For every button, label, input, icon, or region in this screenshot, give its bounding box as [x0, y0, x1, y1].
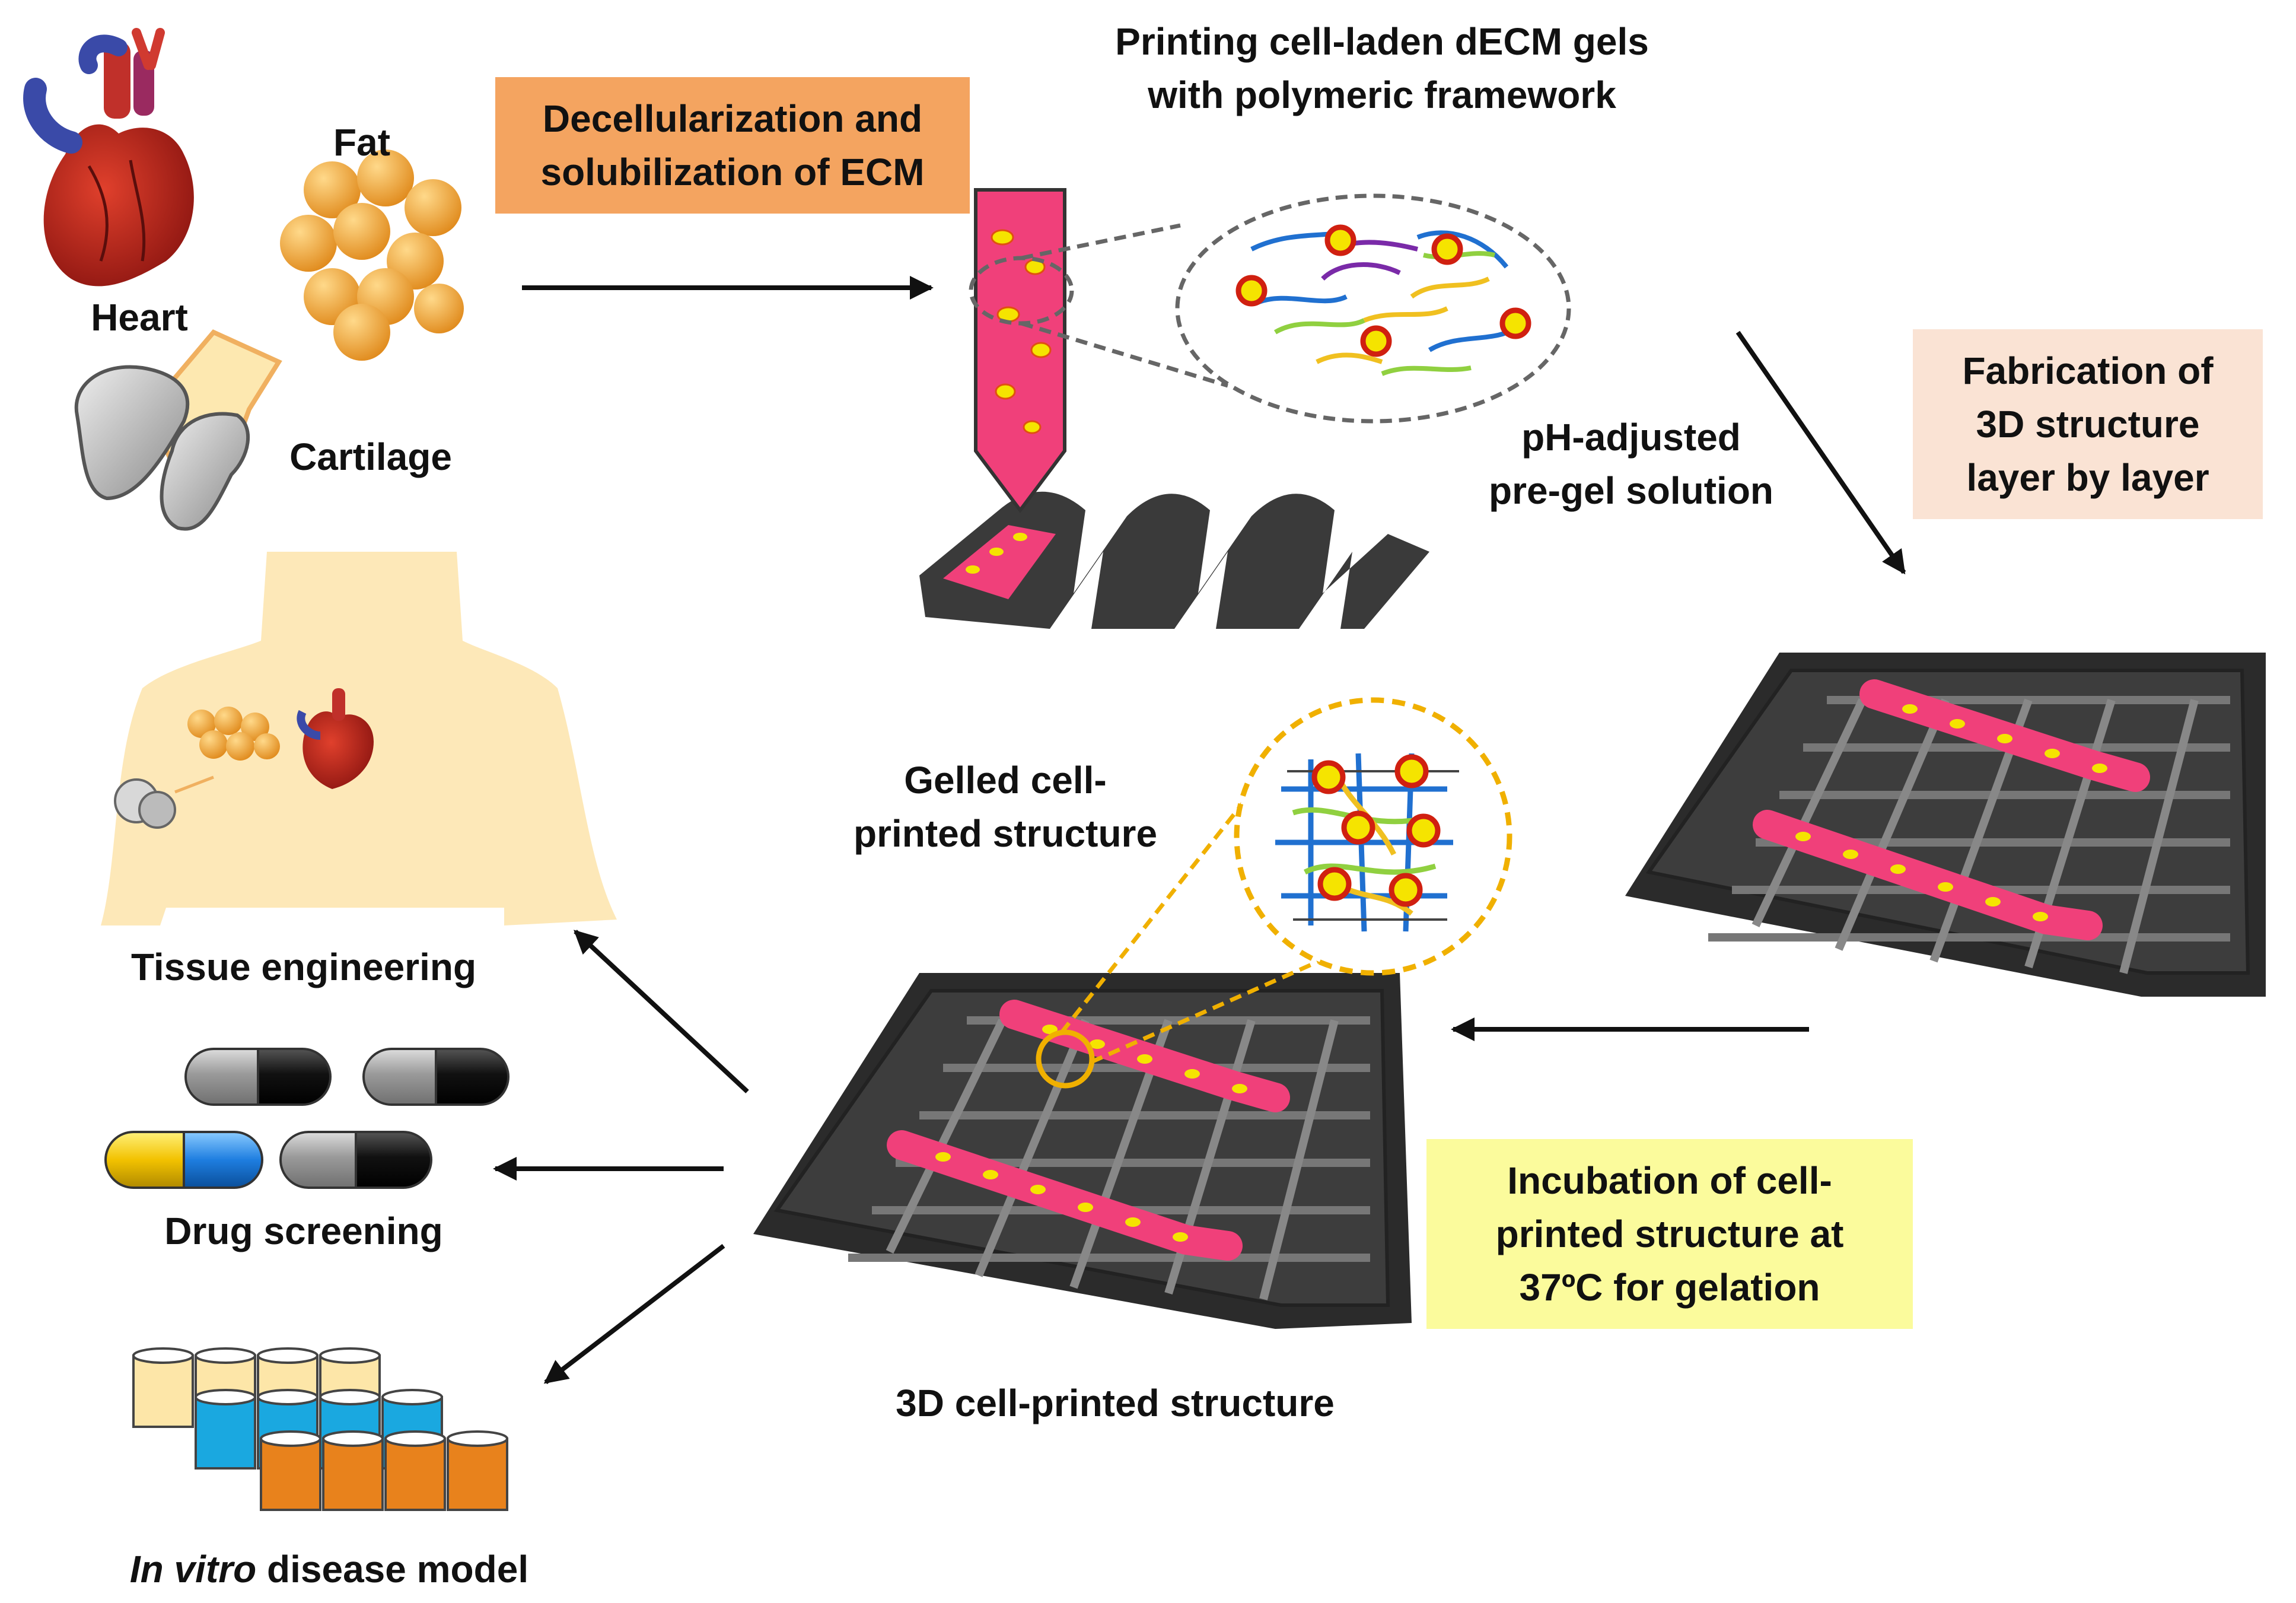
pregel-zoom [969, 193, 1571, 424]
arrow-to-disease-model [543, 1243, 725, 1385]
printing-line-1: Printing cell-laden dECM gels [1115, 20, 1649, 63]
human-body-icon [101, 552, 617, 925]
heart-icon [23, 28, 194, 287]
gelled-3d-structure [753, 973, 1412, 1329]
gelled-zoom [1036, 697, 1512, 1089]
gelled-line-2: printed structure [853, 812, 1158, 855]
disease-model-label: In vitro disease model [130, 1542, 528, 1596]
capsule-icons [104, 1048, 509, 1189]
incubation-line-2: printed structure at [1495, 1213, 1844, 1255]
well-plate-icon [132, 1347, 508, 1511]
fabrication-line-2: 3D structure [1976, 403, 2200, 446]
incubation-line-3: 37ºC for gelation [1519, 1266, 1820, 1309]
decellularization-line-1: Decellularization and [542, 97, 923, 140]
structure-label: 3D cell-printed structure [896, 1382, 1335, 1424]
disease-model-italic: In vitro [129, 1548, 257, 1591]
incubation-line-1: Incubation of cell- [1507, 1159, 1832, 1202]
arrow-to-tissue-engineering [574, 930, 749, 1093]
drug-screening-label: Drug screening [164, 1210, 443, 1252]
heart-label: Heart [91, 296, 188, 339]
process-arrows [493, 276, 1906, 1385]
fat-icon [280, 150, 464, 361]
gelled-line-1: Gelled cell- [904, 759, 1107, 802]
serpentine-print-path [919, 491, 1429, 629]
cartilage-label: Cartilage [289, 435, 452, 478]
capsule-2 [362, 1048, 509, 1106]
cartilage-icon [74, 329, 282, 531]
decellularization-line-2: solubilization of ECM [540, 151, 925, 193]
decellularization-step-box: Decellularization and solubilization of … [495, 77, 970, 214]
printing-nozzle [974, 188, 1066, 513]
incubation-step-box: Incubation of cell- printed structure at… [1426, 1139, 1913, 1329]
pregel-line-1: pH-adjusted [1521, 416, 1741, 459]
fat-label: Fat [333, 121, 390, 164]
capsule-4 [279, 1131, 432, 1189]
capsule-3 [104, 1131, 263, 1189]
fabricated-3d-structure [1625, 653, 2266, 997]
fabrication-step-box: Fabrication of 3D structure layer by lay… [1913, 329, 2263, 519]
capsule-1 [184, 1048, 332, 1106]
fabrication-line-1: Fabrication of [1962, 349, 2214, 392]
pregel-line-2: pre-gel solution [1489, 469, 1773, 512]
arrow-printer-to-fabrication [1735, 330, 1906, 575]
disease-model-rest: disease model [256, 1548, 529, 1591]
printing-line-2: with polymeric framework [1148, 74, 1616, 116]
tissue-engineering-label: Tissue engineering [130, 946, 477, 988]
well-row-3 [260, 1430, 508, 1511]
fabrication-line-3: layer by layer [1966, 456, 2209, 499]
